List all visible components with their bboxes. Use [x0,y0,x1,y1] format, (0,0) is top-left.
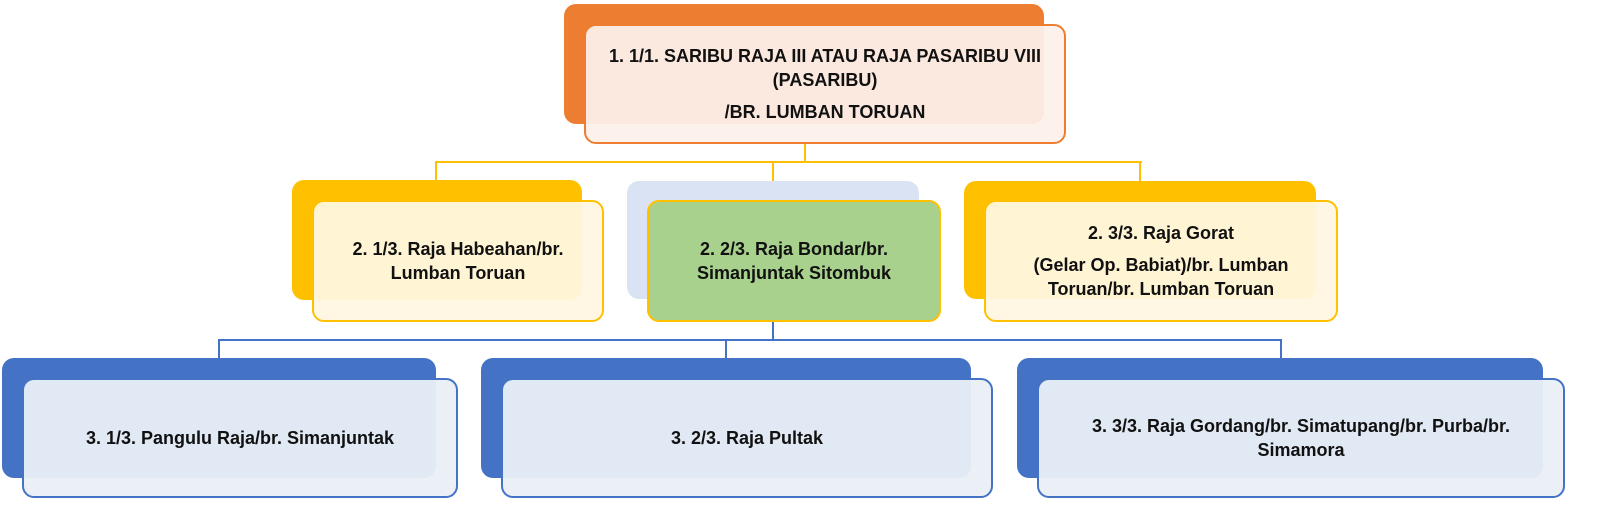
node-text: 2. 3/3. Raja Gorat [1087,223,1235,243]
node-raja-gordang[interactable]: 3. 3/3. Raja Gordang/br. Simatupang/br. … [1037,378,1565,498]
node-text: 1. 1/1. SARIBU RAJA III ATAU RAJA PASARI… [608,46,1042,66]
node-text: Simamora [1257,440,1345,460]
connector [218,339,220,359]
node-raja-habeahan[interactable]: 2. 1/3. Raja Habeahan/br. Lumban Toruan [312,200,604,322]
node-text: Lumban Toruan [390,263,526,283]
node-text: (Gelar Op. Babiat)/br. Lumban [1033,255,1289,275]
connector [725,339,727,359]
connector [1280,339,1282,359]
node-text: /BR. LUMBAN TORUAN [724,102,926,122]
node-text: Simanjuntak Sitombuk [696,263,892,283]
root-node[interactable]: 1. 1/1. SARIBU RAJA III ATAU RAJA PASARI… [584,24,1066,144]
connector [772,322,774,341]
connector [435,161,1142,163]
connector [435,161,437,181]
node-pangulu-raja[interactable]: 3. 1/3. Pangulu Raja/br. Simanjuntak [22,378,458,498]
connector [804,144,806,163]
connector [218,339,1282,341]
node-text: Toruan/br. Lumban Toruan [1047,279,1275,299]
node-raja-pultak[interactable]: 3. 2/3. Raja Pultak [501,378,993,498]
node-raja-gorat[interactable]: 2. 3/3. Raja Gorat (Gelar Op. Babiat)/br… [984,200,1338,322]
node-raja-bondar[interactable]: 2. 2/3. Raja Bondar/br. Simanjuntak Sito… [647,200,941,322]
node-text: 3. 2/3. Raja Pultak [670,428,824,448]
connector [772,161,774,181]
connector [1139,161,1141,181]
node-text: 2. 2/3. Raja Bondar/br. [699,239,889,259]
node-text: 2. 1/3. Raja Habeahan/br. [352,239,564,259]
node-text: 3. 3/3. Raja Gordang/br. Simatupang/br. … [1091,416,1511,436]
node-text: 3. 1/3. Pangulu Raja/br. Simanjuntak [85,428,395,448]
node-text: (PASARIBU) [772,70,878,90]
